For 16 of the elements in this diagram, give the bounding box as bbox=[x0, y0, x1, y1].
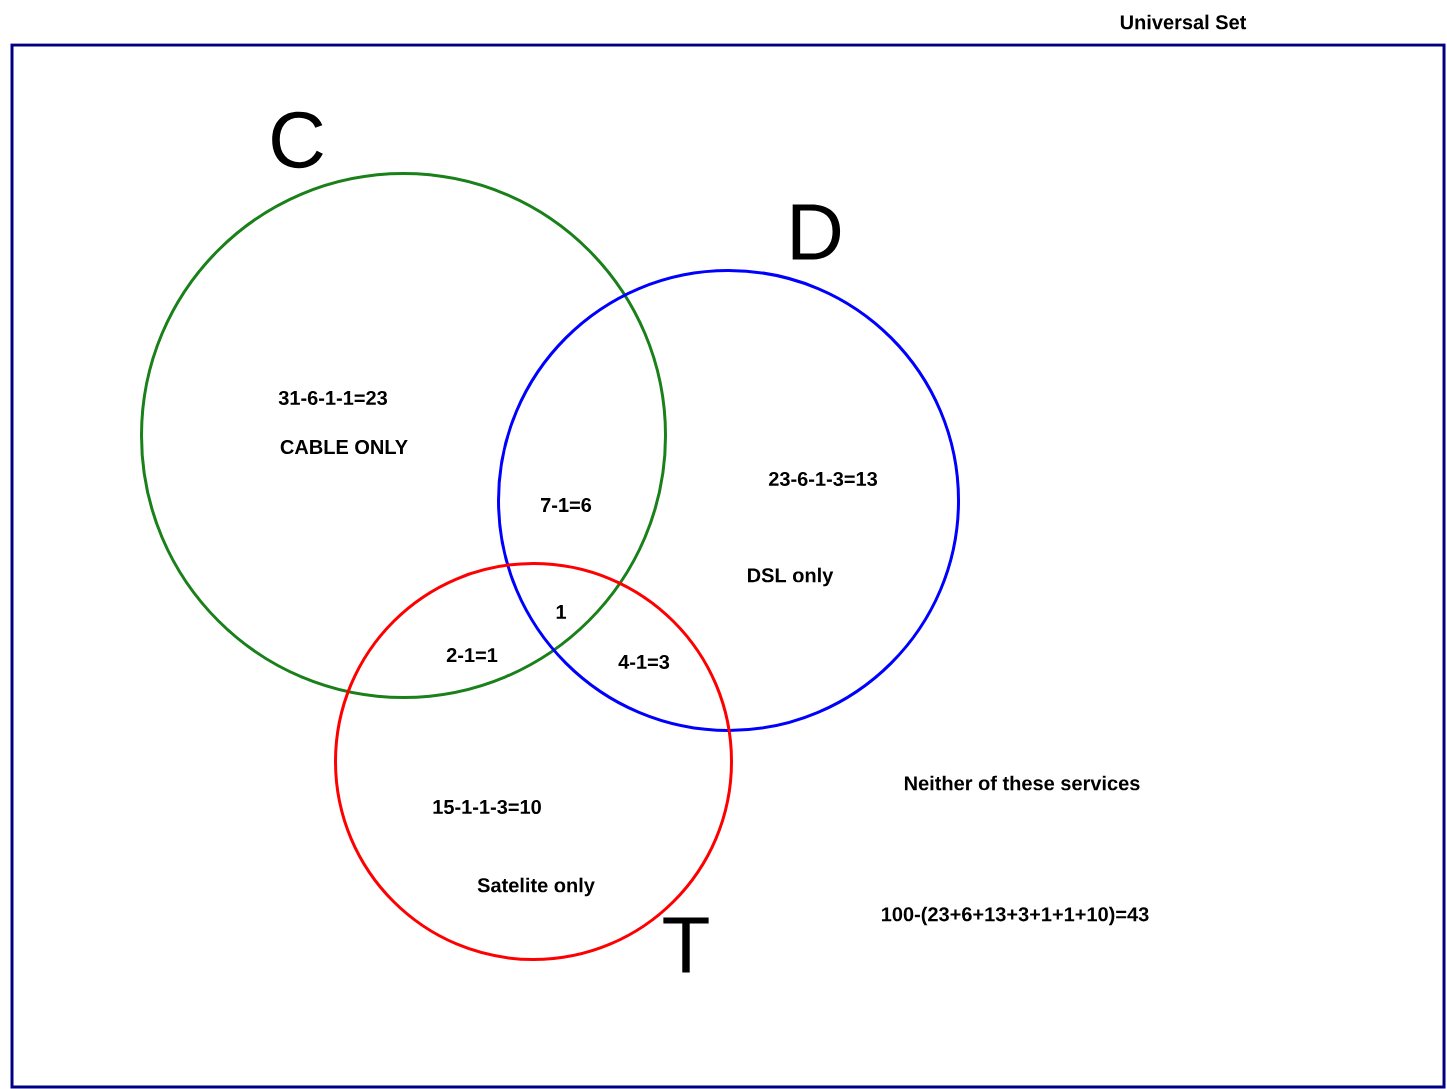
region-label: 1 bbox=[556, 605, 566, 619]
region-label: DSL only bbox=[748, 567, 834, 587]
region-label: CABLE ONLY bbox=[280, 439, 408, 455]
region-label: 2-1=1 bbox=[446, 648, 498, 662]
region-label: 4-1=3 bbox=[618, 654, 670, 670]
region-label: 23-6-1-3=13 bbox=[768, 471, 878, 487]
region-label: Satelite only bbox=[477, 877, 595, 897]
region-label: 31-6-1-1=23 bbox=[278, 390, 387, 406]
region-label: 15-1-1-3=10 bbox=[433, 799, 541, 815]
region-label: 100-(23+6+13+3+1+1+10)=43 bbox=[882, 906, 1149, 926]
set-label: D bbox=[792, 204, 841, 260]
set-label: T bbox=[663, 917, 709, 973]
region-label: Neither of these services bbox=[904, 775, 1140, 791]
region-label: 7-1=6 bbox=[541, 497, 592, 513]
set-label: C bbox=[272, 111, 323, 169]
set-label: Universal Set bbox=[1120, 14, 1247, 30]
